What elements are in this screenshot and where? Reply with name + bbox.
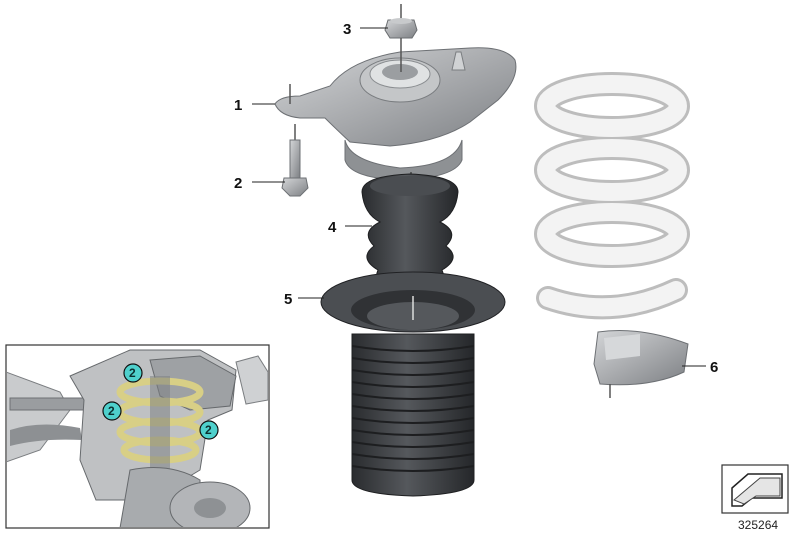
leader-lines [252,27,706,367]
dust-boot-part-5 [320,271,506,497]
bump-stop-part-4 [361,172,459,291]
bolt-part-2 [281,124,309,197]
callout-6: 6 [710,359,718,376]
spring-pad-part-6 [593,330,689,398]
svg-text:2: 2 [108,404,115,418]
svg-text:2: 2 [129,366,136,380]
callout-5: 5 [284,291,292,308]
callout-2: 2 [234,175,242,192]
callout-3: 3 [343,21,351,38]
callout-1: 1 [234,97,242,114]
coil-spring [534,72,690,320]
arrow-icon [731,473,783,507]
inset-badge-2a: 2 [123,363,143,383]
callout-4: 4 [328,219,337,236]
inset-assembly-view: 2 2 2 [5,344,270,529]
nut-part-3 [384,4,418,39]
top-mount-part-1 [274,38,517,181]
inset-badge-2b: 2 [102,401,122,421]
document-number: 325264 [738,518,778,532]
document-reference: 325264 [721,464,789,532]
svg-text:2: 2 [205,423,212,437]
inset-badge-2c: 2 [199,420,219,440]
